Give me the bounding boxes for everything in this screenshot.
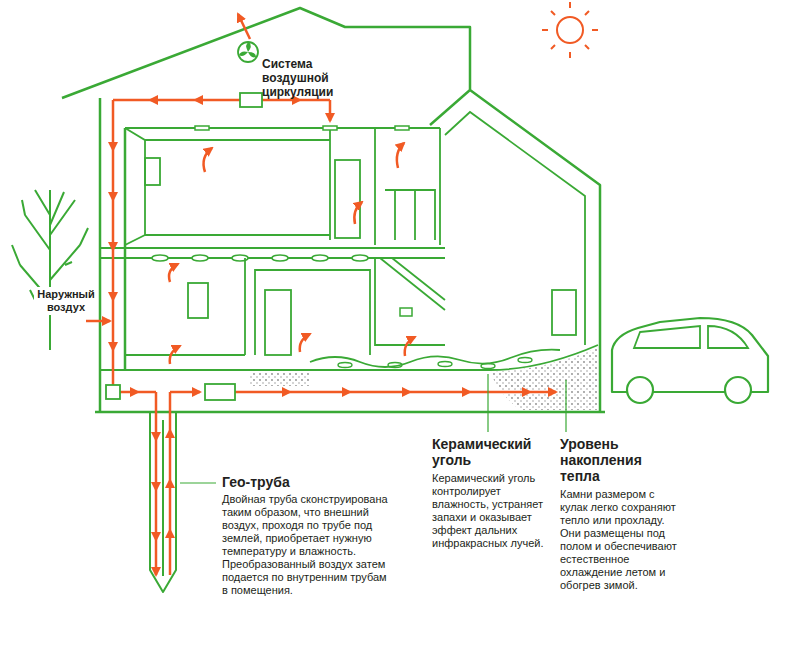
filter-unit (205, 384, 235, 400)
air-flow (86, 14, 556, 575)
leader-line (180, 374, 566, 483)
duct-arrow (170, 391, 200, 394)
stone-layer (490, 348, 598, 410)
fan-icon (238, 42, 258, 62)
vent (312, 255, 328, 261)
ceramic-charcoal-layer (310, 350, 560, 367)
section-heading: Керамический уголь (432, 436, 547, 468)
floor-vents (152, 126, 409, 261)
window (145, 158, 160, 185)
door (265, 290, 291, 355)
duct-arrow (169, 392, 172, 575)
room-air-arrow (169, 264, 178, 282)
duct-arrow (262, 99, 330, 102)
vent (272, 255, 288, 261)
stone-layer (250, 372, 310, 386)
fan-unit (240, 93, 262, 107)
room-air-arrow (204, 148, 212, 172)
tree (12, 190, 88, 350)
room-air-arrow (405, 337, 415, 356)
component-label: Наружный воздух (34, 287, 98, 315)
room-air-arrow (300, 334, 310, 352)
geo-pipe (150, 412, 176, 592)
component-label: Система воздушной циркуляции (262, 57, 374, 99)
vent (152, 255, 168, 261)
window (188, 283, 208, 318)
wall-switch (400, 308, 412, 316)
description-text: Камни размером с кулак легко сохраняют т… (560, 488, 685, 592)
car-windows (634, 326, 748, 348)
charcoal (338, 363, 352, 368)
charcoal (518, 358, 532, 363)
vent (323, 126, 337, 130)
room-air-arrow (354, 202, 362, 224)
upper-floor-walls (125, 112, 585, 345)
sun-rays (542, 2, 598, 58)
description-text: Керамический уголь контролирует влажност… (432, 472, 547, 550)
duct-arrow (235, 391, 556, 394)
car-wheel (725, 377, 751, 403)
duct-junction (106, 385, 120, 399)
window (552, 290, 576, 335)
duct-arrow (113, 99, 240, 102)
sun-icon (542, 2, 598, 58)
door (335, 160, 360, 238)
charcoal (438, 362, 452, 367)
charcoal (388, 363, 402, 368)
ground-floor-walls (100, 258, 598, 370)
fan-blades (239, 42, 256, 57)
sun-disc (557, 17, 583, 43)
charcoal (481, 364, 495, 369)
vent (352, 255, 368, 261)
room-air-arrow (170, 346, 180, 364)
section-heading: Гео-труба (222, 474, 394, 490)
duct-arrow (112, 100, 115, 392)
house-outline (62, 8, 605, 412)
charcoal-pieces (338, 358, 532, 369)
description-text: Двойная труба сконструирована таким обра… (222, 493, 394, 597)
fan-ring (238, 42, 258, 62)
vent (195, 126, 209, 130)
exhaust-arrow (238, 14, 250, 39)
duct-arrow (329, 100, 332, 121)
room-air-arrow (397, 143, 404, 168)
car-wheel (627, 377, 653, 403)
car (612, 318, 768, 403)
outside-air-arrow (86, 320, 110, 323)
duct-arrow (155, 392, 158, 575)
vent (192, 255, 208, 261)
vent (395, 126, 409, 130)
section-heading: Уровень накопления тепла (560, 436, 680, 484)
